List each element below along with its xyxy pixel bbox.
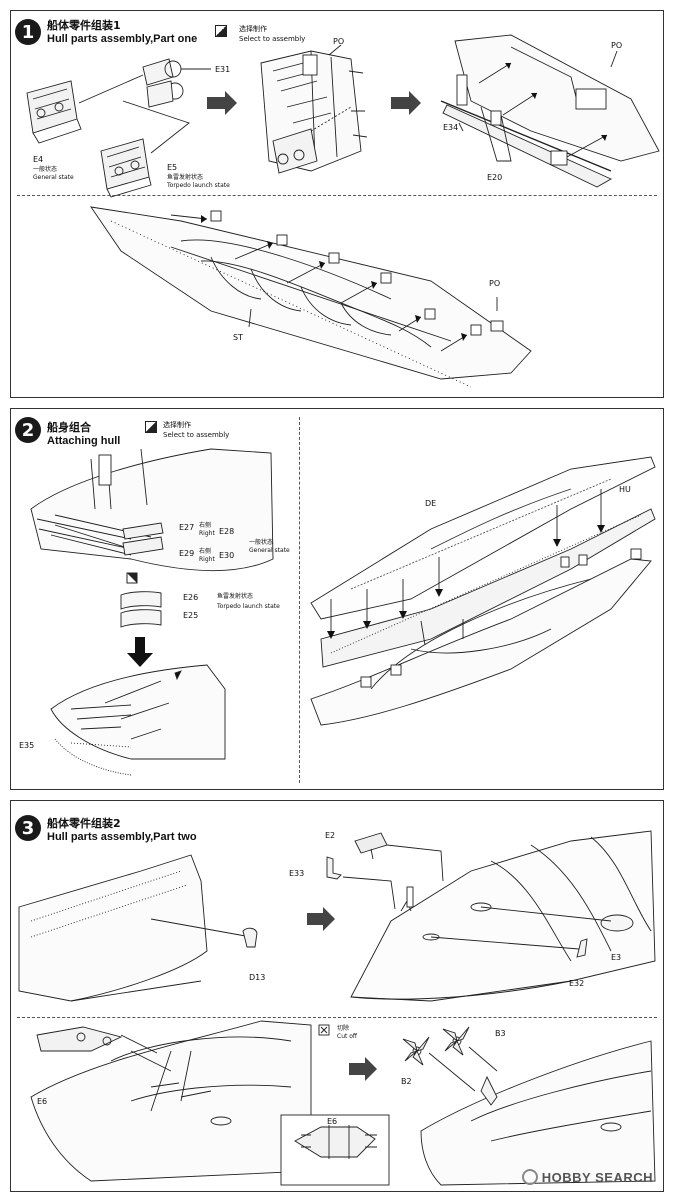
step1-note-en: Select to assembly	[239, 35, 306, 43]
step2-title-cn: 船身组合	[47, 421, 91, 434]
label-e3: E3	[611, 953, 622, 962]
label-e30: E30	[219, 551, 235, 560]
step1-note-cn: 选择制作	[239, 25, 267, 33]
label-b3: B3	[495, 1029, 506, 1038]
label-right-cn-a: 右侧	[199, 522, 212, 529]
label-e31: E31	[215, 65, 231, 74]
label-e27: E27	[179, 523, 195, 532]
step1-title-en: Hull parts assembly,Part one	[47, 33, 198, 45]
step2-divider	[299, 417, 300, 783]
label-e5: E5	[167, 163, 178, 172]
step2-panel: 2 船身组合 Attaching hull 选择制作 Select to ass…	[10, 408, 664, 790]
watermark-text: HOBBY SEARCH	[541, 1170, 653, 1185]
label-d13: D13	[249, 973, 266, 982]
step3-number-badge: 3	[15, 815, 41, 841]
label-right-en-a: Right	[199, 530, 215, 537]
label-torpedo-en: Torpedo launch state	[217, 603, 280, 610]
step2-number-badge: 2	[15, 417, 41, 443]
label-e26: E26	[183, 593, 199, 602]
label-po-hull-half: PO	[611, 41, 623, 50]
step1-title-cn: 船体零件组装1	[47, 19, 121, 32]
label-right-en-b: Right	[199, 556, 215, 563]
step3-panel: 3 船体零件组装2 Hull parts assembly,Part two	[10, 800, 664, 1192]
label-e4: E4	[33, 155, 44, 164]
label-hu: HU	[619, 485, 631, 494]
label-de: DE	[425, 499, 437, 508]
label-e2: E2	[325, 831, 336, 840]
step3-title-cn: 船体零件组装2	[47, 817, 121, 830]
step3-title-en: Hull parts assembly,Part two	[47, 831, 197, 843]
label-po-interior: PO	[333, 37, 345, 46]
step1-number-badge: 1	[15, 19, 41, 45]
label-po-main-hull: PO	[489, 279, 501, 288]
step1-panel: 1 船体零件组装1 Hull parts assembly,Part one 选…	[10, 10, 664, 398]
label-e20: E20	[487, 173, 503, 182]
label-e33: E33	[289, 869, 305, 878]
hull-parts-two-drawing	[18, 830, 656, 1186]
watermark-logo-icon	[521, 1169, 538, 1185]
torpedo-tube-parts-drawing	[26, 34, 660, 388]
label-general-en: General state	[249, 547, 290, 554]
step2-title-en: Attaching hull	[47, 435, 121, 447]
label-cut-cn: 切除	[337, 1025, 350, 1032]
label-e34: E34	[443, 123, 459, 132]
step2-note-cn: 选择制作	[163, 421, 191, 429]
label-e25: E25	[183, 611, 199, 620]
select-assembly-icon	[215, 25, 227, 37]
label-general-cn: 一般状态	[249, 539, 274, 546]
step1-divider	[17, 195, 657, 196]
step2-note-en: Select to assembly	[163, 431, 230, 439]
label-e5-state-cn: 鱼雷发射状态	[167, 174, 204, 181]
label-right-cn-b: 右侧	[199, 548, 212, 555]
label-e32: E32	[569, 979, 585, 988]
watermark: HOBBY SEARCH	[521, 1169, 653, 1185]
label-e5-state-en: Torpedo launch state	[167, 182, 230, 189]
label-e28: E28	[219, 527, 235, 536]
label-e6-inset: E6	[327, 1117, 338, 1126]
label-e35: E35	[19, 741, 35, 750]
label-st: ST	[233, 333, 243, 342]
hull-attachment-drawing	[30, 448, 656, 776]
label-e4-state-cn: 一般状态	[33, 166, 58, 173]
label-e6-main: E6	[37, 1097, 48, 1106]
label-cut-en: Cut off	[337, 1033, 358, 1040]
label-torpedo-cn: 鱼雷发射状态	[217, 593, 254, 600]
step3-divider	[17, 1017, 657, 1018]
label-e29: E29	[179, 549, 195, 558]
label-e4-state-en: General state	[33, 174, 74, 181]
select-assembly-icon	[145, 421, 157, 433]
label-b2: B2	[401, 1077, 412, 1086]
